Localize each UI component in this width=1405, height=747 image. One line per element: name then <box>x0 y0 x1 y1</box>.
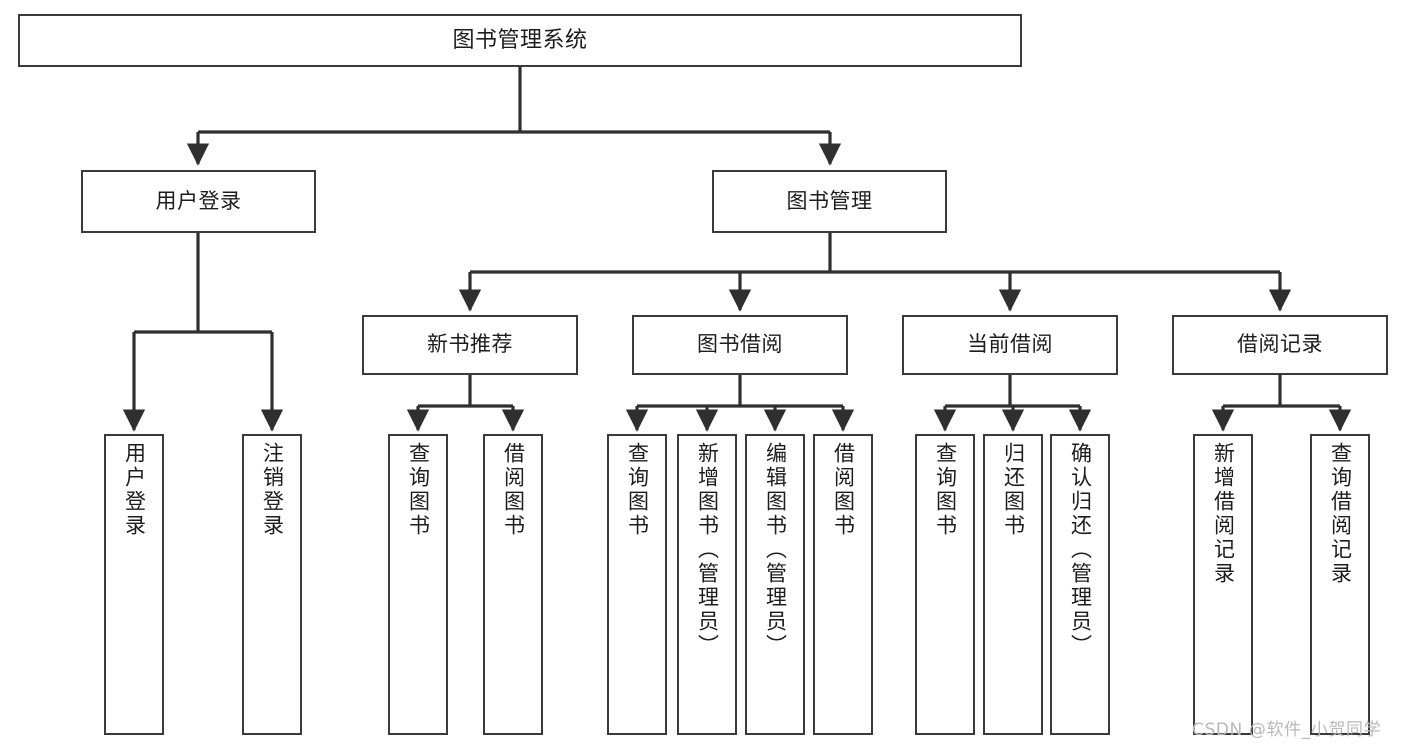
leaf-label: 注销登录 <box>260 442 285 538</box>
node-new-book-recommend[interactable]: 新书推荐 <box>362 315 578 375</box>
leaf-borrow-edit-book[interactable]: 编辑图书（管理员） <box>745 434 805 735</box>
node-current-borrow-label: 当前借阅 <box>967 332 1053 357</box>
watermark: CSDN @软件_小贺同学 <box>1192 720 1382 740</box>
leaf-label: 用户登录 <box>122 442 147 538</box>
leaf-label: 查询图书 <box>625 442 650 538</box>
leaf-new-book-borrow[interactable]: 借阅图书 <box>483 434 543 735</box>
leaf-label: 新增图书（管理员） <box>695 442 720 658</box>
leaf-record-query[interactable]: 查询借阅记录 <box>1310 434 1370 735</box>
node-new-book-recommend-label: 新书推荐 <box>427 332 513 357</box>
leaf-record-add[interactable]: 新增借阅记录 <box>1193 434 1253 735</box>
leaf-label: 编辑图书（管理员） <box>763 442 788 658</box>
node-book-management[interactable]: 图书管理 <box>712 170 947 233</box>
leaf-borrow-add-book[interactable]: 新增图书（管理员） <box>677 434 737 735</box>
leaf-current-return-book[interactable]: 归还图书 <box>983 434 1043 735</box>
node-borrow-record-label: 借阅记录 <box>1237 332 1323 357</box>
leaf-label: 查询图书 <box>933 442 958 538</box>
leaf-label: 借阅图书 <box>501 442 526 538</box>
leaf-user-login-login[interactable]: 用户登录 <box>104 434 164 735</box>
leaf-label: 归还图书 <box>1001 442 1026 538</box>
node-user-login-label: 用户登录 <box>155 188 242 213</box>
node-root-label: 图书管理系统 <box>452 27 588 53</box>
node-book-borrow[interactable]: 图书借阅 <box>632 315 848 375</box>
leaf-current-confirm-return[interactable]: 确认归还（管理员） <box>1050 434 1110 735</box>
node-user-login[interactable]: 用户登录 <box>81 170 316 233</box>
leaf-label: 确认归还（管理员） <box>1068 442 1093 658</box>
leaf-borrow-borrow-book[interactable]: 借阅图书 <box>813 434 873 735</box>
leaf-borrow-query-book[interactable]: 查询图书 <box>607 434 667 735</box>
leaf-label: 借阅图书 <box>831 442 856 538</box>
leaf-label: 新增借阅记录 <box>1211 442 1236 586</box>
leaf-new-book-query[interactable]: 查询图书 <box>388 434 448 735</box>
leaf-label: 查询图书 <box>406 442 431 538</box>
node-root[interactable]: 图书管理系统 <box>18 14 1022 67</box>
leaf-label: 查询借阅记录 <box>1328 442 1353 586</box>
leaf-current-query-book[interactable]: 查询图书 <box>915 434 975 735</box>
node-book-management-label: 图书管理 <box>786 188 873 213</box>
node-borrow-record[interactable]: 借阅记录 <box>1172 315 1388 375</box>
node-current-borrow[interactable]: 当前借阅 <box>902 315 1118 375</box>
leaf-user-login-logout[interactable]: 注销登录 <box>242 434 302 735</box>
node-book-borrow-label: 图书借阅 <box>697 332 783 357</box>
